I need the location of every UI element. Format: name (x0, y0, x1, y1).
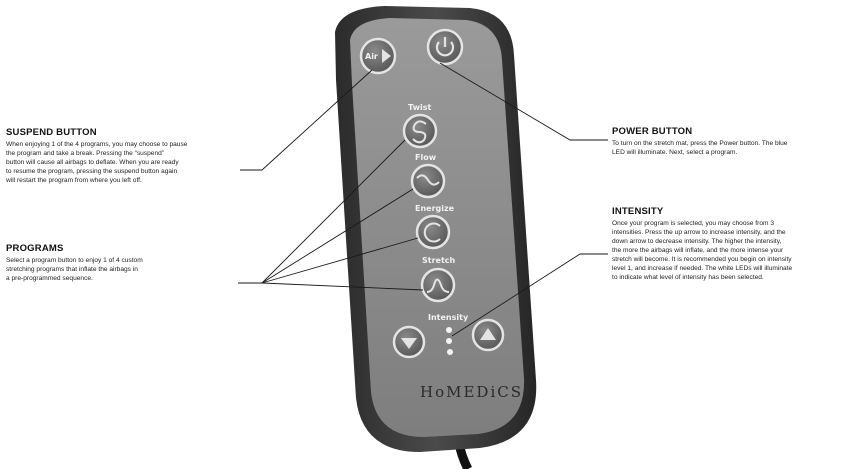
air-suspend-button[interactable]: Air (359, 37, 397, 75)
twist-icon (412, 120, 427, 144)
twist-label: Twist (408, 103, 431, 112)
intensity-leds (446, 327, 453, 355)
intensity-up-button[interactable] (471, 318, 505, 352)
callout-lines (238, 62, 608, 337)
arrow-down-icon (401, 338, 417, 349)
programs-title: PROGRAMS (6, 243, 64, 254)
intensity-callout: INTENSITY Once your program is selected,… (612, 206, 842, 282)
power-callout-line (439, 62, 608, 141)
intensity-led-1 (447, 349, 453, 355)
suspend-callout-line (240, 69, 373, 171)
play-icon (382, 49, 391, 63)
programs-callout-line-flow (261, 188, 414, 284)
suspend-description: When enjoying 1 of the 4 programs, you m… (6, 141, 188, 184)
intensity-down-button[interactable] (392, 325, 426, 359)
arrow-up-icon (480, 328, 496, 340)
intensity-callout-line (451, 253, 608, 337)
programs-description: Select a program button to enjoy 1 of 4 … (6, 257, 143, 282)
intensity-led-2 (446, 338, 452, 344)
intensity-title: INTENSITY (612, 206, 664, 217)
energize-program-button[interactable] (415, 214, 451, 250)
power-description: To turn on the stretch mat, press the Po… (612, 140, 788, 156)
flow-program-button[interactable] (410, 163, 446, 199)
energize-icon (423, 222, 441, 243)
power-callout: POWER BUTTON To turn on the stretch mat,… (612, 126, 842, 157)
programs-callout-line-energize (261, 237, 419, 284)
twist-program-button[interactable] (402, 113, 438, 149)
suspend-title: SUSPEND BUTTON (6, 127, 97, 138)
programs-callout-line-stretch (261, 282, 424, 291)
stretch-label: Stretch (422, 256, 456, 265)
energize-label: Energize (415, 204, 455, 213)
intensity-description: Once your program is selected, you may c… (612, 220, 793, 281)
flow-label: Flow (415, 153, 437, 162)
air-label: Air (365, 52, 378, 61)
intensity-label: Intensity (428, 313, 469, 322)
flow-icon (416, 174, 440, 186)
power-button[interactable] (426, 28, 464, 66)
suspend-callout: SUSPEND BUTTON When enjoying 1 of the 4 … (6, 127, 236, 185)
power-title: POWER BUTTON (612, 126, 693, 137)
intensity-led-3 (446, 327, 452, 333)
stretch-program-button[interactable] (420, 267, 456, 303)
power-icon (435, 41, 455, 57)
brand-logo: HoMEDiCS (420, 383, 523, 401)
stretch-icon (426, 278, 450, 293)
programs-callout: PROGRAMS Select a program button to enjo… (6, 243, 191, 283)
